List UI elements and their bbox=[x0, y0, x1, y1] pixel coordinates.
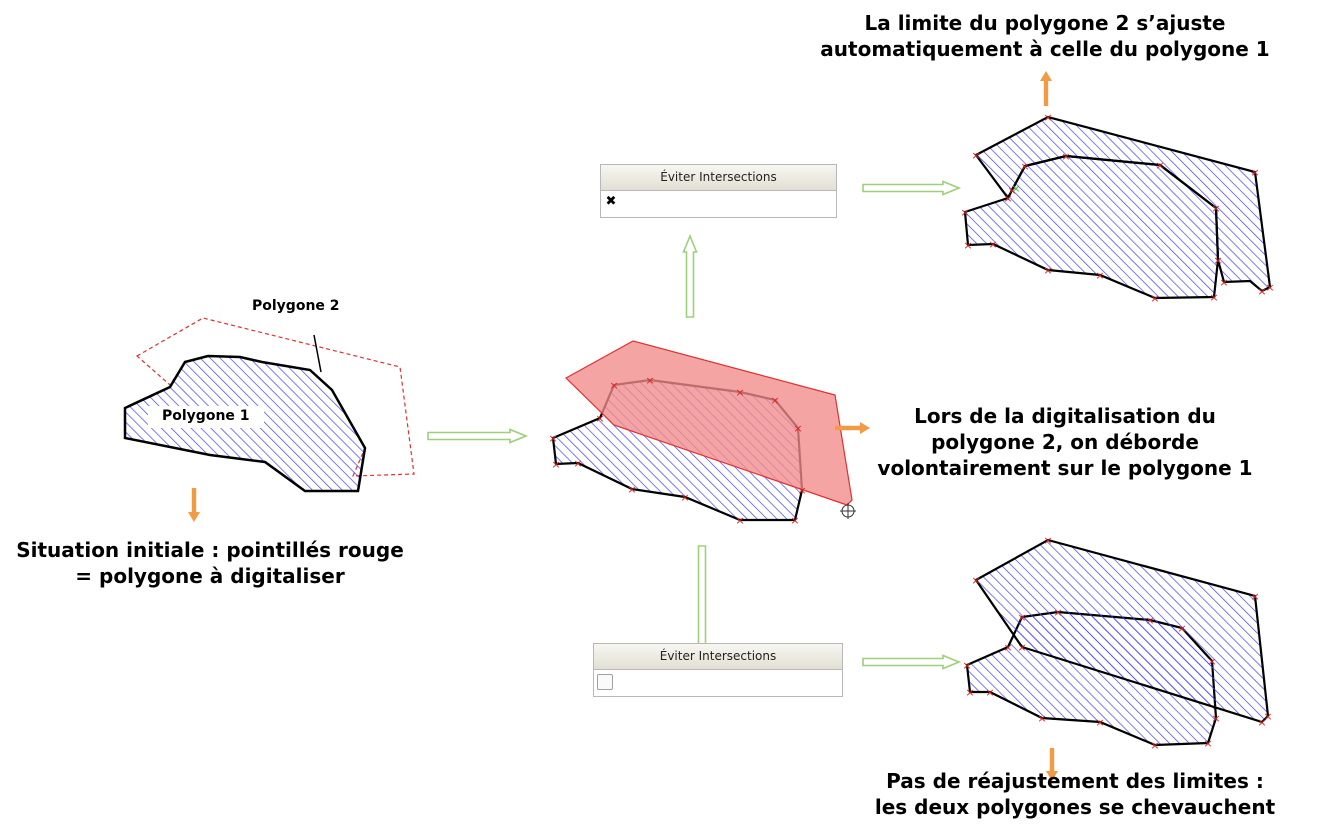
vertex-marker: × bbox=[797, 484, 806, 497]
vertex-marker: × bbox=[962, 659, 971, 672]
panel-body bbox=[594, 670, 842, 694]
polygon-1-top bbox=[963, 154, 1220, 300]
vertex-marker: × bbox=[645, 374, 654, 387]
arrow-up-checked bbox=[682, 233, 698, 318]
vertex-marker: × bbox=[1211, 202, 1220, 215]
vertex-marker: × bbox=[1203, 737, 1212, 750]
vertex-marker: × bbox=[770, 394, 779, 407]
vertex-marker: × bbox=[1155, 159, 1164, 172]
avoid-intersections-panel-checked: Éviter Intersections ✖ bbox=[600, 164, 837, 218]
vertex-marker: × bbox=[1150, 292, 1159, 305]
orange-arrow-down-initial bbox=[188, 488, 200, 522]
vertex-marker: × bbox=[1017, 641, 1026, 654]
snap-vertex-marker: × bbox=[1011, 182, 1020, 195]
vertex-marker: × bbox=[790, 514, 799, 527]
vertex-marker: × bbox=[971, 149, 980, 162]
caption-bottom-line-2: les deux polygones se chevauchent bbox=[874, 795, 1276, 819]
vertex-marker: × bbox=[1053, 606, 1062, 619]
vertex-marker: × bbox=[1213, 254, 1222, 267]
vertex-marker: × bbox=[1250, 166, 1259, 179]
vertex-marker: × bbox=[985, 686, 994, 699]
caption-bottom-line-1: Pas de réajustement des limites : bbox=[886, 769, 1264, 793]
arrow-right-initial bbox=[427, 428, 529, 444]
vertex-marker: × bbox=[1037, 712, 1046, 725]
caption-top-line-1: La limite du polygone 2 s’ajuste bbox=[864, 11, 1226, 35]
orange-arrow-up-top bbox=[1040, 71, 1052, 106]
caption-middle: Lors de la digitalisation du polygone 2,… bbox=[875, 403, 1255, 481]
vertex-marker: × bbox=[735, 514, 744, 527]
caption-left: Situation initiale : pointillés rouge = … bbox=[0, 537, 420, 589]
vertex-marker: × bbox=[1150, 739, 1159, 752]
panel-header: Éviter Intersections bbox=[601, 165, 836, 191]
checkbox-unchecked[interactable] bbox=[597, 674, 613, 690]
vertex-marker: × bbox=[627, 483, 636, 496]
vertex-marker: × bbox=[1007, 184, 1016, 197]
panel-header: Éviter Intersections bbox=[594, 644, 842, 670]
avoid-intersections-panel-unchecked: Éviter Intersections bbox=[593, 643, 843, 697]
vertex-marker: × bbox=[735, 386, 744, 399]
vertex-marker: × bbox=[1207, 655, 1216, 668]
arrow-right-unchecked bbox=[862, 654, 962, 670]
vertex-marker: × bbox=[609, 379, 618, 392]
vertex-marker: × bbox=[1003, 641, 1012, 654]
vertex-marker: × bbox=[971, 574, 980, 587]
vertex-marker: × bbox=[1177, 622, 1186, 635]
checkbox-checked[interactable]: ✖ bbox=[605, 194, 617, 209]
vertex-marker: × bbox=[1043, 111, 1052, 124]
caption-left-line-2: = polygone à digitaliser bbox=[75, 564, 345, 588]
vertex-marker: × bbox=[1257, 285, 1266, 298]
vertex-marker: × bbox=[680, 491, 689, 504]
vertex-marker: × bbox=[1219, 276, 1228, 289]
caption-left-line-1: Situation initiale : pointillés rouge bbox=[16, 538, 404, 562]
caption-middle-line-2: polygone 2, on déborde bbox=[931, 430, 1199, 454]
vertex-marker: × bbox=[595, 412, 604, 425]
vertex-marker: × bbox=[1043, 264, 1052, 277]
caption-middle-line-3: volontairement sur le polygone 1 bbox=[877, 456, 1253, 480]
vertex-marker: × bbox=[1263, 710, 1272, 723]
caption-top-line-2: automatiquement à celle du polygone 1 bbox=[820, 37, 1270, 61]
vertex-marker: × bbox=[1095, 269, 1104, 282]
polygon-2-bottom bbox=[974, 538, 1270, 724]
polygon-2-leader-line bbox=[313, 334, 322, 373]
vertex-marker: × bbox=[551, 458, 560, 471]
vertex-marker: × bbox=[1095, 716, 1104, 729]
vertex-marker: × bbox=[1209, 291, 1218, 304]
vertex-marker: × bbox=[988, 238, 997, 251]
vertex-marker: × bbox=[1003, 192, 1012, 205]
vertex-marker: × bbox=[793, 422, 802, 435]
vertex-marker: × bbox=[548, 432, 557, 445]
vertex-marker: × bbox=[1145, 614, 1154, 627]
arrow-right-checked bbox=[862, 180, 962, 196]
polygon-2-drawing bbox=[565, 340, 853, 506]
panel-body: ✖ bbox=[601, 191, 836, 215]
vertex-marker: × bbox=[1020, 160, 1029, 173]
vertex-marker: × bbox=[1017, 611, 1026, 624]
vertex-marker: × bbox=[1211, 712, 1220, 725]
vertex-marker: × bbox=[1043, 534, 1052, 547]
vertex-marker: × bbox=[960, 206, 969, 219]
caption-bottom: Pas de réajustement des limites : les de… bbox=[855, 768, 1295, 820]
label-polygone-1: Polygone 1 bbox=[148, 406, 264, 428]
vertex-marker: × bbox=[963, 239, 972, 252]
vertex-marker: × bbox=[1250, 590, 1259, 603]
vertex-marker: × bbox=[1257, 716, 1266, 729]
label-polygone-2: Polygone 2 bbox=[252, 298, 340, 314]
orange-arrow-right-middle bbox=[835, 422, 870, 434]
caption-middle-line-1: Lors de la digitalisation du bbox=[914, 404, 1216, 428]
vertex-marker: × bbox=[965, 686, 974, 699]
vertex-marker: × bbox=[1265, 281, 1274, 294]
orange-arrow-down-bottom bbox=[1046, 748, 1058, 781]
vertex-marker: × bbox=[573, 457, 582, 470]
vertex-marker: × bbox=[1061, 150, 1070, 163]
caption-top: La limite du polygone 2 s’ajuste automat… bbox=[810, 10, 1280, 62]
